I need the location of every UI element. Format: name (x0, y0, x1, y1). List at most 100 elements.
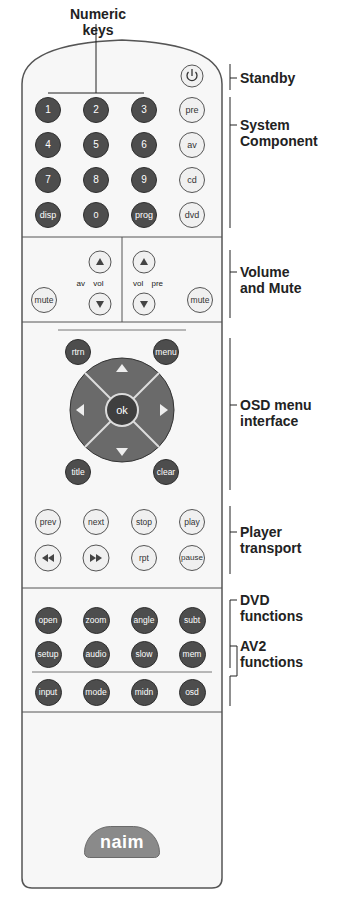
pad-divider (85, 373, 159, 447)
button-label: title (71, 468, 84, 477)
rewind-button (35, 545, 61, 571)
button-label: 5 (93, 140, 99, 150)
remote-button: mute (31, 287, 57, 313)
button-label: 1 (45, 105, 51, 115)
volume-up-button (133, 251, 155, 273)
arrow-icon (76, 404, 84, 416)
button-label: midn (135, 688, 153, 697)
remote-button: slow (131, 641, 158, 668)
button-label: setup (38, 650, 59, 659)
section-line (122, 237, 123, 322)
button-label: disp (40, 211, 57, 220)
button-label: mem (183, 650, 202, 659)
button-label: 8 (93, 175, 99, 185)
remote-button: midn (131, 679, 158, 706)
button-label: 6 (141, 140, 147, 150)
button-label: open (39, 616, 58, 625)
remote-button: setup (35, 641, 62, 668)
button-label: subt (184, 616, 200, 625)
section-line (22, 712, 222, 713)
button-label: input (39, 688, 57, 697)
rewind-icon (42, 554, 54, 562)
button-label: rpt (139, 554, 149, 563)
remote-button: 0 (83, 202, 109, 228)
button-label: pre (185, 106, 198, 115)
callout-label: DVD functions (240, 592, 318, 624)
callout-label: Numeric keys (58, 6, 138, 38)
forward-icon (90, 554, 102, 562)
callout-bracket (230, 64, 237, 90)
remote-button: osd (179, 679, 206, 706)
button-label: play (184, 518, 200, 527)
remote-button: 2 (83, 97, 109, 123)
button-label: mute (35, 296, 54, 305)
callout-bracket (230, 338, 237, 490)
arrow-icon (140, 258, 148, 265)
power-symbol (191, 69, 192, 76)
remote-button: 1 (35, 97, 61, 123)
button-label: menu (155, 348, 176, 357)
button-label: 7 (45, 175, 51, 185)
remote-button: menu (153, 339, 179, 365)
remote-button: cd (179, 167, 205, 193)
button-label: 0 (93, 211, 98, 220)
callout-label: Player transport (240, 524, 318, 556)
button-label: rtrn (72, 348, 85, 357)
remote-button: input (35, 679, 62, 706)
remote-button: zoom (83, 607, 110, 634)
remote-button: 8 (83, 167, 109, 193)
remote-body (22, 40, 222, 888)
button-label: osd (185, 688, 199, 697)
button-label: angle (134, 616, 155, 625)
remote-button: 3 (131, 97, 157, 123)
button-label: cd (187, 176, 197, 185)
button-label: 4 (45, 140, 51, 150)
section-line (22, 588, 222, 589)
callout-bracket (230, 646, 237, 706)
button-label: av (187, 141, 197, 150)
button-label: audio (86, 650, 107, 659)
button-label: 2 (93, 105, 99, 115)
button-label: ok (116, 405, 128, 416)
arrow-icon (116, 448, 128, 456)
button-label: 9 (141, 175, 147, 185)
remote-button: dvd (179, 202, 205, 228)
remote-button: mode (83, 679, 110, 706)
callout-bracket (230, 506, 237, 574)
button-label: stop (136, 518, 152, 527)
volume-up-button (89, 251, 111, 273)
callout-label: System Component (240, 117, 332, 149)
remote-button: rtrn (65, 339, 91, 365)
remote-button: pre (179, 97, 205, 123)
standby-button (181, 65, 203, 87)
brand-logo: naim (100, 833, 144, 851)
remote-button: 7 (35, 167, 61, 193)
remote-button: clear (153, 459, 179, 485)
button-label: prog (135, 211, 153, 220)
remote-button: mem (179, 641, 206, 668)
callout-bracket (230, 250, 237, 318)
remote-button: mute (187, 287, 213, 313)
remote-button: prev (35, 509, 61, 535)
section-line (58, 330, 186, 331)
callout-label: Volume and Mute (240, 264, 314, 296)
key-label: vol pre (128, 279, 168, 288)
remote-button: 9 (131, 167, 157, 193)
remote-button: pause (179, 545, 205, 571)
volume-down-button (133, 293, 155, 315)
remote-button: open (35, 607, 62, 634)
arrow-icon (96, 258, 104, 265)
arrow-icon (116, 364, 128, 372)
remote-button: audio (83, 641, 110, 668)
button-label: pause (181, 554, 203, 562)
remote-button: angle (131, 607, 158, 634)
remote-button: av (179, 132, 205, 158)
button-label: mode (85, 688, 106, 697)
key-label: av vol (70, 279, 110, 288)
remote-button: next (83, 509, 109, 535)
callout-label: Standby (240, 70, 332, 86)
button-label: zoom (86, 616, 107, 625)
remote-button: disp (35, 202, 61, 228)
callout-label: OSD menu interface (240, 397, 322, 429)
section-line (22, 322, 222, 323)
